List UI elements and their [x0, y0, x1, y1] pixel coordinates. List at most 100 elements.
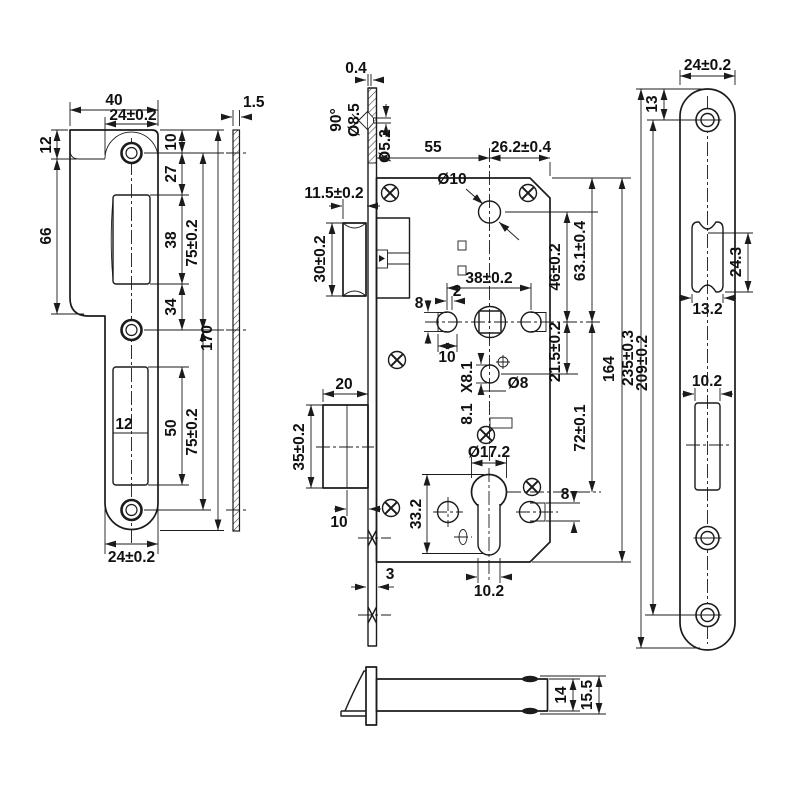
- faceplate-section-hatch: [368, 88, 377, 163]
- dim-hole-spacing-38: 38±0.2: [465, 270, 512, 287]
- dim-164: 164: [601, 356, 618, 382]
- faceplate-strip: [367, 87, 378, 647]
- latch-clip-bottom: [522, 707, 538, 715]
- dim-top-hole-dia: Ø10: [437, 171, 466, 188]
- small-square-hole-2: [457, 265, 467, 276]
- dim-latch-opening-height: 24.3: [728, 247, 745, 278]
- deadbolt: [322, 404, 369, 489]
- dim-faceplate-offset: 0.4: [345, 60, 367, 77]
- strike-screw-hole-middle: [120, 318, 143, 342]
- faceplate-latch-opening: [691, 221, 724, 293]
- dim-strike-24-top: 24±0.2: [109, 107, 156, 124]
- strike-plate-top-arc: [104, 131, 159, 159]
- latch-clip-top: [522, 675, 538, 683]
- spindle-square: [478, 310, 502, 334]
- dim-case-depth: 26.2±0.4: [491, 139, 552, 156]
- faceplate-screw-bottom: [692, 602, 723, 628]
- strike-plate-outline: [69, 129, 159, 531]
- side-hole-left: [436, 311, 458, 333]
- dim-46: 46±0.2: [547, 243, 564, 290]
- faceplate-screw-middle: [692, 525, 723, 551]
- strike-section-strip: [232, 129, 241, 532]
- case-screw-mid-left: [387, 350, 407, 370]
- dim-faceplate-width: 24±0.2: [684, 57, 731, 74]
- faceplate-outline: [679, 88, 736, 651]
- case-screw-bottom-left: [381, 498, 401, 518]
- dim-strike-75-upper: 75±0.2: [184, 219, 201, 266]
- dim-offset-2: 2: [453, 283, 462, 300]
- dim-strike-50: 50: [163, 419, 180, 436]
- dim-strike-75-lower: 75±0.2: [184, 408, 201, 455]
- case-screw-bottom-right: [522, 477, 542, 497]
- spindle-follower: [473, 305, 507, 339]
- dim-faceplate-height: 235±0.3: [620, 330, 637, 386]
- strike-latch-lip-curve: [110, 198, 114, 281]
- dim-strike-170: 170: [199, 325, 216, 351]
- dim-latch-14: 14: [553, 686, 570, 704]
- strike-screw-hole-bottom: [120, 498, 143, 522]
- dim-strike-66: 66: [38, 227, 55, 245]
- strike-plate-bend-line: [69, 149, 105, 160]
- dim-latch-155: 15.5: [579, 680, 596, 711]
- small-slot: [489, 417, 513, 429]
- faceplate-front-view: 24±0.2 13 24.3 13.2 10.2 209±0.2 235±0.3: [620, 57, 753, 651]
- dim-side-hole-10: 10: [438, 349, 455, 366]
- faceplate-countersink-mid: [358, 529, 391, 547]
- dim-keyway-102: 10.2: [474, 583, 504, 600]
- faceplate-bolt-slot: [694, 402, 721, 491]
- strike-screw-hole-top: [120, 141, 143, 165]
- dim-countersink-angle: 90°: [328, 108, 345, 131]
- latch-bolt-bar: [375, 678, 549, 712]
- dim-latch-opening-width: 13.2: [692, 301, 722, 318]
- dim-latch-height: 30±0.2: [312, 235, 329, 282]
- dim-strike-10: 10: [163, 133, 180, 150]
- dim-strike-40: 40: [105, 92, 122, 109]
- dim-strike-12: 12: [38, 136, 55, 153]
- dim-bolt-slot-width: 10.2: [692, 373, 722, 390]
- dim-strike-38: 38: [163, 231, 180, 249]
- case-screw-top-right: [518, 183, 538, 203]
- dim-strike-27: 27: [163, 165, 180, 182]
- dim-cylinder-332: 33.2: [408, 499, 425, 529]
- dim-strike-24-bottom: 24±0.2: [108, 549, 155, 566]
- dim-strike-thickness: 1.5: [243, 94, 265, 111]
- dim-square-81: 8.1: [459, 403, 476, 425]
- dim-right-hole-8: 8: [561, 486, 570, 503]
- dim-latch-projection: 11.5±0.2: [304, 185, 363, 202]
- dim-deadbolt-width: 20: [335, 376, 352, 393]
- countersink-angle-lines: [351, 110, 369, 131]
- faceplate-countersink-bottom: [358, 606, 391, 624]
- case-screw-top-left: [380, 183, 400, 203]
- strike-plate-front-view: 12 40 24±0.2 12 66 10 27 38 34 50 75±0.2…: [38, 92, 224, 566]
- dim-square-81x: X8.1: [459, 361, 476, 393]
- small-square-hole-1: [457, 240, 467, 251]
- dim-backset-55: 55: [424, 139, 442, 156]
- dim-hole-dia-52: Ø5.2: [377, 129, 394, 163]
- lower-small-hole: [480, 364, 500, 384]
- latch-bevel-head: [340, 670, 366, 717]
- dim-strike-34: 34: [163, 298, 180, 316]
- dim-631: 63.1±0.4: [572, 221, 589, 282]
- strike-plate-section-view: 1.5: [221, 94, 265, 532]
- strike-deadbolt-cutout: [112, 366, 149, 486]
- side-hole-right: [520, 311, 542, 333]
- dim-faceplate-13: 13: [644, 95, 661, 113]
- dim-deadbolt-height: 35±0.2: [291, 423, 308, 470]
- latch-bolt-side-view: 14 15.5: [340, 666, 606, 726]
- dim-small-hole-dia: Ø8: [508, 375, 529, 392]
- faceplate-screw-top: [692, 107, 723, 133]
- dim-strike-cutout-12: 12: [115, 416, 132, 433]
- dim-countersink-dia: Ø8.5: [346, 103, 363, 137]
- dim-side-hole-8: 8: [415, 295, 424, 312]
- case-screw-center: [476, 425, 496, 445]
- lock-body-view: 90° Ø8.5 Ø5.2 0.4 Ø10 38±0.2 2 8: [291, 60, 631, 647]
- dim-cylinder-dia: Ø17.2: [468, 444, 510, 461]
- dim-faceplate-thickness: 3: [386, 566, 395, 583]
- dim-215: 21.5±0.2: [547, 322, 564, 382]
- small-cross-marker: [496, 355, 510, 369]
- dim-deadbolt-inset: 10: [330, 514, 347, 531]
- strike-latch-cutout: [112, 194, 151, 285]
- latch-faceplate-section: [365, 666, 378, 726]
